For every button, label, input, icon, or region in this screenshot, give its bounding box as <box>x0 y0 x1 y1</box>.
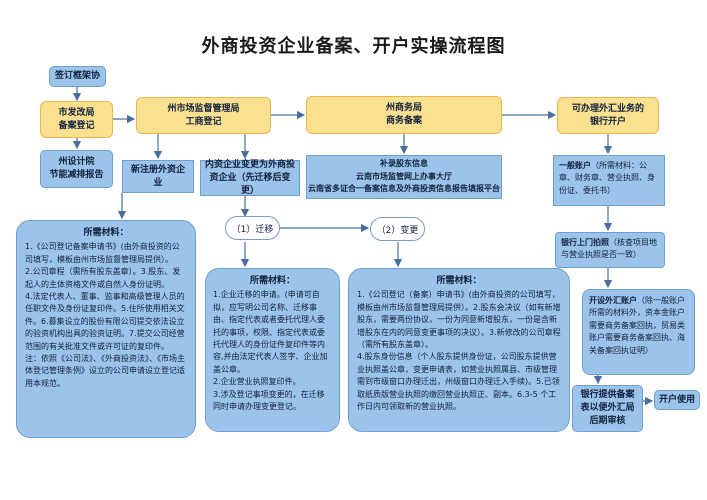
materials-mid-panel: 所需材料： 1.企业迁移的申请。(申请可自拟，应写明公司名称、迁移事由、指定代表… <box>205 268 340 432</box>
bank-review-label: 银行提供备案表以便外汇局后期审核 <box>580 390 635 426</box>
forex-account-node: 开设外汇账户（除一般账户所需的材料外，资本金账户需要商务备案回执，贸易类账户需要… <box>582 289 695 375</box>
market-bureau-line2: 工商登记 <box>185 116 222 127</box>
materials-left-item: 2.公司章程（需所有股东盖章）。3.股东、发起人的主体资格文件或自然人身份证明。 <box>25 267 181 289</box>
migration-label: （1）迁移 <box>231 224 274 235</box>
materials-right-item: 1.《公司登记（备案）申请书》(由外商投资的公司填写，模板由州市场监督管理局提供… <box>357 290 561 350</box>
design-institute-line1: 州设计院 <box>58 157 95 167</box>
materials-mid-heading: 所需材料： <box>249 276 295 286</box>
change-pill: （2）变更 <box>370 217 425 241</box>
change-label: （2）变更 <box>376 225 419 236</box>
materials-right-panel: 所需材料： 1.《公司登记（备案）申请书》(由外商投资的公司填写，模板由州市场监… <box>348 268 570 432</box>
domestic-to-foreign-node: 内资企业变更为外商投资企业（先迁移后变更） <box>200 160 300 196</box>
supplement-line3: 云南省多证合一备案信息及外商投资信息报告填报平台 <box>308 184 500 194</box>
bank-visit-text: （核查项目地与营业执照是否一致） <box>561 238 657 260</box>
design-institute-line2: 节能减排报告 <box>49 170 104 180</box>
dev-reform-line1: 市发改局 <box>58 107 95 118</box>
domestic-to-foreign-label: 内资企业变更为外商投资企业（先迁移后变更） <box>205 159 296 196</box>
general-account-node: 一般账户（所需材料：公章、财务章、营业执照、身份证、委托书） <box>553 155 665 206</box>
materials-right-heading: 所需材料： <box>436 276 482 286</box>
supplement-info-node: 补录股东信息 云南市场监管网上办事大厅 云南省多证合一备案信息及外商投资信息报告… <box>306 155 502 199</box>
commerce-bureau-line1: 州商务局 <box>385 103 422 113</box>
forex-bank-node: 可办理外汇业务的 银行开户 <box>557 97 659 134</box>
materials-left-heading: 所需材料： <box>83 228 129 238</box>
forex-account-title: 开设外汇账户 <box>589 296 637 305</box>
market-bureau-node: 州市场监督管理局 工商登记 <box>136 97 271 134</box>
design-institute-node: 州设计院 节能减排报告 <box>40 150 113 188</box>
supplement-line2: 云南市场监管网上办事大厅 <box>356 171 452 181</box>
sign-agreement-node: 签订框架协 <box>49 66 106 87</box>
general-account-text: （所需材料：公章、财务章、营业执照、身份证、委托书） <box>559 161 655 195</box>
dev-reform-line2: 备案登记 <box>58 120 95 131</box>
materials-left-item: 注：依照《公司法》、《外商投资法》、《市场主体登记管理条例》设立的公司申请设立登… <box>25 354 185 388</box>
supplement-line1: 补录股东信息 <box>380 159 428 169</box>
forex-bank-line1: 可办理外汇业务的 <box>571 103 644 114</box>
new-foreign-enterprise-label: 新注册外资企业 <box>130 164 185 188</box>
market-bureau-line1: 州市场监督管理局 <box>167 103 240 114</box>
materials-mid-item: 1.企业迁移的申请。(申请可自拟，应写明公司名称、迁移事由、指定代表或者委托代理… <box>213 290 328 374</box>
open-use-node: 开户使用 <box>654 390 700 410</box>
forex-account-text: （除一般账户所需的材料外，资本金账户需要商务备案回执，贸易类账户需要商务备案回执… <box>589 296 685 355</box>
migration-pill: （1）迁移 <box>225 216 280 240</box>
page-title: 外商投资企业备案、开户实操流程图 <box>201 36 506 57</box>
sign-agreement-label: 签订框架协 <box>54 71 100 81</box>
materials-mid-item: 2.企业营业执照复印件。 <box>213 377 301 387</box>
materials-left-item: 1.《公司登记备案申请书》(由外商投资的公司填写，模板由州市场监督管理局提供）。 <box>25 242 180 264</box>
materials-mid-item: 3.涉及登记事项变更的，在迁移同时申请办理变更登记。 <box>213 389 325 412</box>
materials-left-item: 4.法定代表人、董事、监事和高级管理人员的任职文件及身份证复印件。5.住所使用相… <box>25 292 185 351</box>
bank-visit-node: 银行上门拍照（核查项目地与营业执照是否一致） <box>555 232 665 268</box>
bank-review-node: 银行提供备案表以便外汇局后期审核 <box>572 385 643 432</box>
materials-right-item: 4.股东身份信息（个人股东提供身份证，公司股东提供营业执照盖公章，变更申请表，如… <box>357 352 560 412</box>
commerce-bureau-node: 州商务局 商务备案 <box>306 96 502 134</box>
general-account-title: 一般账户 <box>559 161 591 170</box>
forex-bank-line2: 银行开户 <box>589 116 626 127</box>
materials-left-panel: 所需材料： 1.《公司登记备案申请书》(由外商投资的公司填写，模板由州市场监督管… <box>16 220 196 438</box>
open-use-label: 开户使用 <box>658 394 695 405</box>
new-foreign-enterprise-node: 新注册外资企业 <box>122 160 194 193</box>
bank-visit-title: 银行上门拍照 <box>561 238 609 247</box>
dev-reform-node: 市发改局 备案登记 <box>40 101 113 138</box>
commerce-bureau-line2: 商务备案 <box>385 116 422 126</box>
